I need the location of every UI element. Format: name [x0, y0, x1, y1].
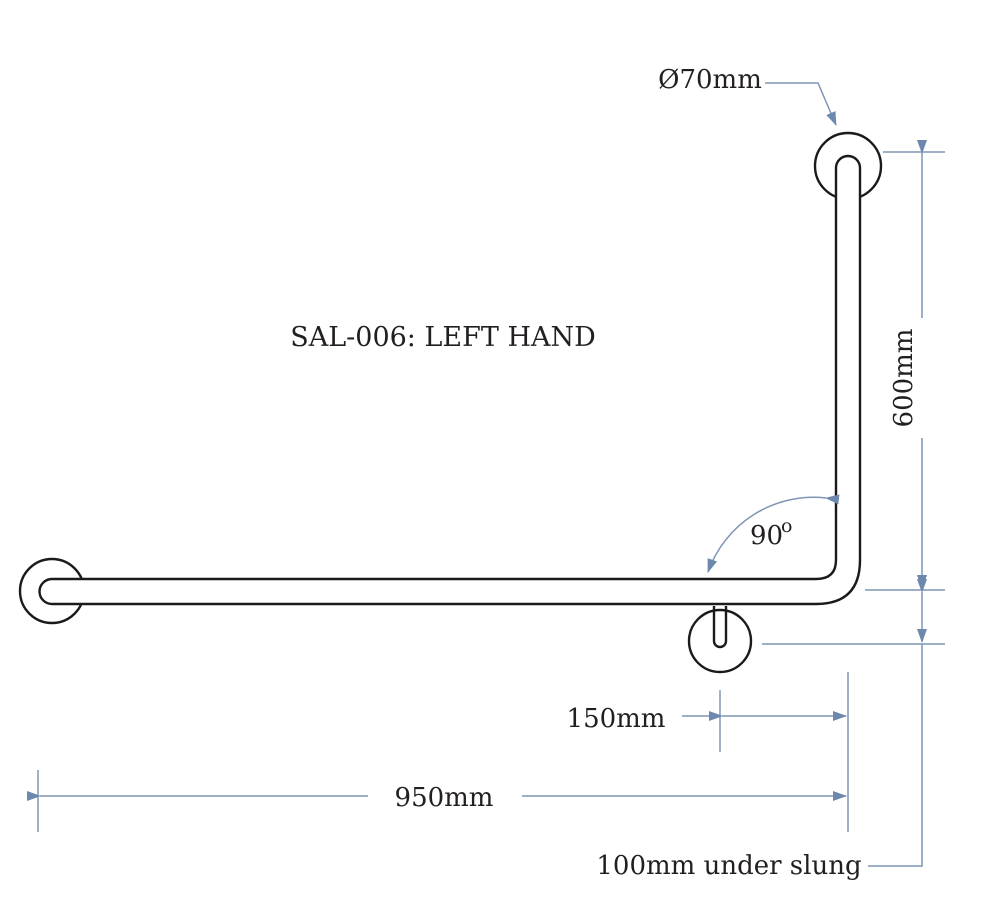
diagram-title: SAL-006: LEFT HAND	[290, 322, 596, 353]
underslung-dimension: 100mm under slung	[596, 579, 945, 881]
underslung-flange	[687, 606, 753, 674]
offset-dimension: 150mm	[567, 672, 849, 832]
angle-value: 90	[750, 521, 783, 551]
height-label: 600mm	[889, 329, 919, 428]
diameter-callout: Ø70mm	[658, 65, 837, 126]
angle-indicator: 90 o	[707, 494, 840, 573]
length-label: 950mm	[395, 783, 494, 813]
offset-label: 150mm	[567, 704, 666, 734]
grab-rail-tube	[38, 154, 862, 606]
underslung-label: 100mm under slung	[596, 851, 861, 881]
length-dimension: 950mm	[27, 770, 847, 832]
height-dimension: 600mm	[865, 140, 945, 591]
angle-degree-symbol: o	[781, 515, 792, 537]
diameter-label: Ø70mm	[658, 65, 762, 95]
